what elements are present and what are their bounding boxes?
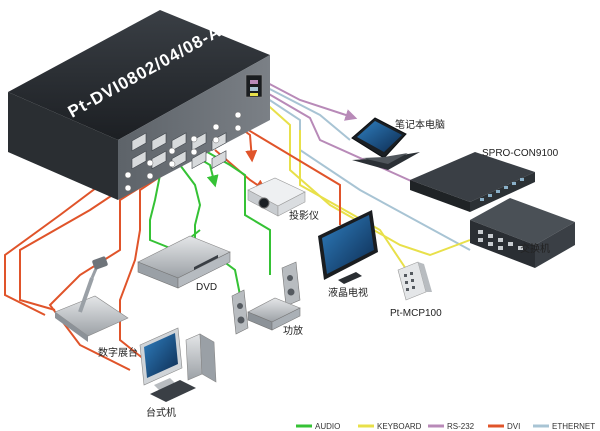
visualizer-camera-head <box>92 256 108 270</box>
speaker-right <box>281 261 301 307</box>
panel-label: Pt-MCP100 <box>390 308 442 319</box>
laptop-label: 笔记本电脑 <box>395 118 445 131</box>
dvi-cable-tv <box>239 124 341 225</box>
dvi-cable-visualizer <box>19 169 151 311</box>
legend-item-ethernet: ETHERNET <box>533 422 595 431</box>
controller-side <box>470 172 535 212</box>
legend-item-dvi: DVI <box>488 422 520 431</box>
dvd-player-device: DVD <box>137 235 231 293</box>
switch-label: 交换机 <box>520 242 550 255</box>
dvi-cable-desktop <box>48 174 161 371</box>
desktop-tower-side <box>199 333 217 383</box>
switch-side <box>535 222 575 268</box>
projector-lens <box>258 197 270 209</box>
speaker-left <box>231 289 249 335</box>
dvd-tray <box>194 254 218 271</box>
desktop-monitor-screen <box>144 333 178 378</box>
switch-front <box>470 220 535 268</box>
legend-label: RS-232 <box>447 422 475 431</box>
projector-label: 投影仪 <box>289 209 319 222</box>
visualizer-device: 数字展台 <box>54 256 138 359</box>
ethernet-cable-laptop <box>261 84 351 141</box>
projector-side <box>277 191 306 217</box>
laptop-device: 笔记本电脑 <box>351 117 445 170</box>
laptop-display <box>357 121 402 152</box>
keyboard-cable-panel <box>261 99 471 257</box>
tv-screen <box>322 215 374 274</box>
audio-cable-dvd-b <box>179 164 241 296</box>
lcd-tv-device: 液晶电视 <box>318 210 378 299</box>
desktop-label: 台式机 <box>146 406 176 419</box>
controller-device: SPRO-CON9100 <box>410 148 559 212</box>
visualizer-base <box>54 295 129 337</box>
amp-side <box>271 307 301 331</box>
amplifier-label: 功放 <box>283 324 303 337</box>
legend-label: ETHERNET <box>552 422 595 431</box>
desktop-keyboard <box>150 380 196 402</box>
amplifier-device: 功放 <box>231 261 303 337</box>
panel-side <box>418 262 432 292</box>
controller-ports <box>480 178 524 201</box>
legend-item-rs-232: RS-232 <box>428 422 475 431</box>
chassis-port-panel <box>131 132 227 170</box>
legend-label: DVI <box>507 422 520 431</box>
panel-buttons <box>404 272 415 291</box>
rs232-cable-laptop <box>261 79 358 121</box>
desktop-monitor-stand <box>154 378 176 391</box>
chassis-front-face <box>8 92 118 200</box>
dvd-label: DVD <box>196 282 217 293</box>
matrix-switcher-chassis: Pt-DVI0802/04/08-A <box>8 10 270 200</box>
control-panel-device: Pt-MCP100 <box>390 261 442 319</box>
desktop-pc-device: 台式机 <box>139 327 217 419</box>
legend-label: KEYBOARD <box>377 422 422 431</box>
visualizer-base-front <box>55 312 88 342</box>
chassis-control-ports <box>245 74 263 98</box>
switch-top <box>470 198 575 245</box>
legend-label: AUDIO <box>315 422 340 431</box>
tv-label: 液晶电视 <box>328 286 368 299</box>
chassis-top-face <box>8 10 270 140</box>
tv-stand <box>338 272 362 284</box>
network-switch-device: 交换机 <box>470 198 575 268</box>
cable-legend: AUDIO KEYBOARD RS-232 DVI ETHERNET <box>296 422 595 431</box>
laptop-keyboard <box>362 153 408 164</box>
dvi-cable-desktop-b <box>119 169 171 361</box>
switch-ports <box>478 230 523 250</box>
desktop-tower-front <box>185 333 203 381</box>
visualizer-arm <box>78 277 94 313</box>
controller-top <box>410 152 535 202</box>
chassis-dvi-connectors <box>124 111 242 192</box>
visualizer-label: 数字展台 <box>98 346 138 359</box>
projector-device: 投影仪 <box>247 177 319 222</box>
controller-front <box>410 180 470 212</box>
legend-item-audio: AUDIO <box>296 422 340 431</box>
controller-label: SPRO-CON9100 <box>482 148 559 159</box>
dvd-side <box>177 251 231 289</box>
legend-item-keyboard: KEYBOARD <box>358 422 422 431</box>
